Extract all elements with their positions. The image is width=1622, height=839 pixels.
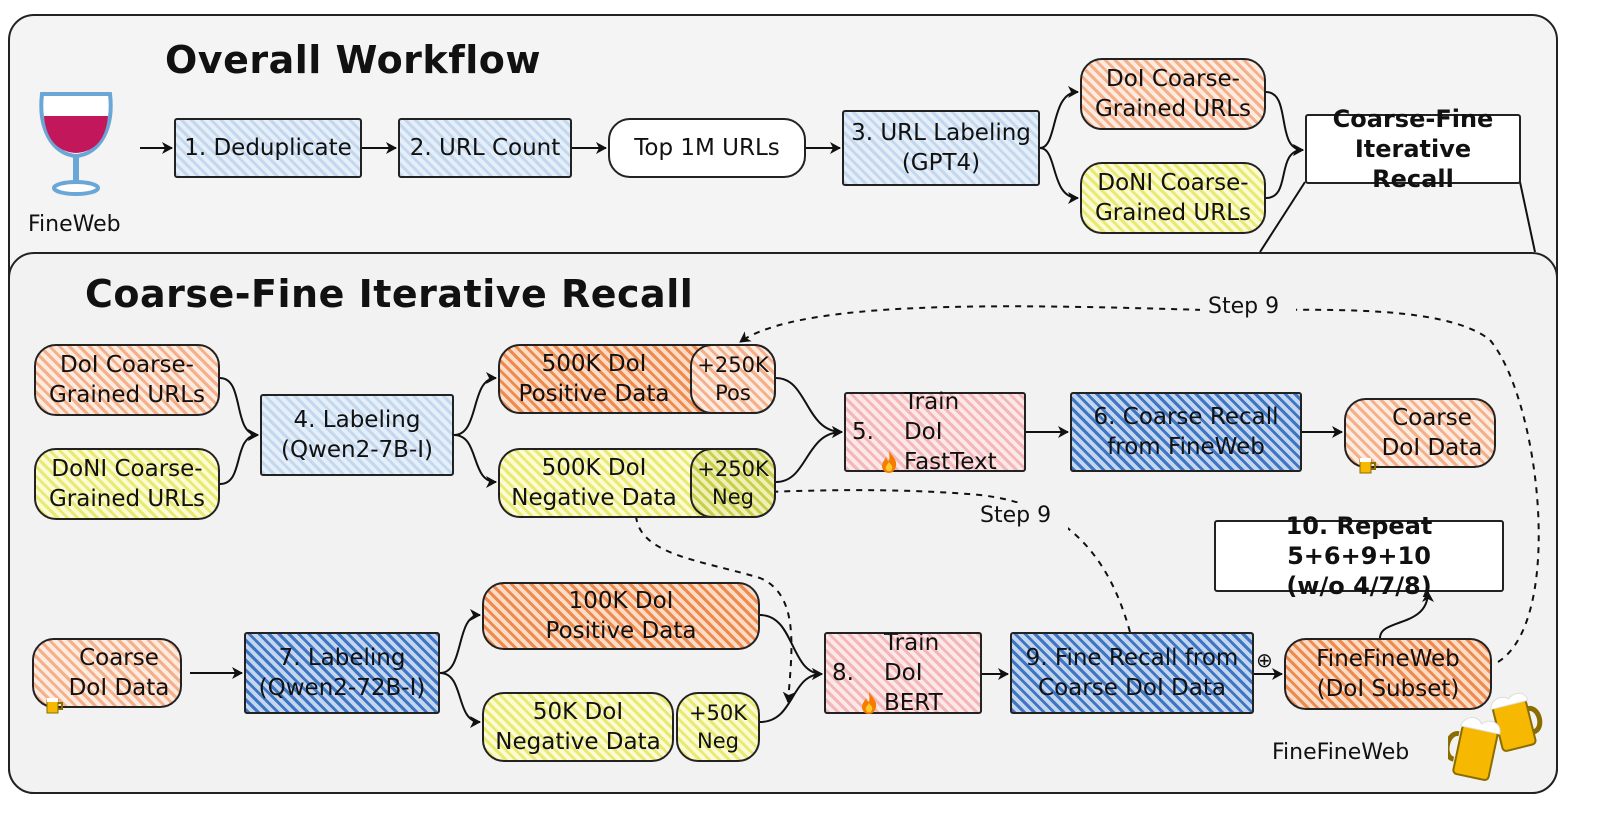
doi-coarse-urls-top-node: DoI Coarse- Grained URLs	[1080, 58, 1266, 130]
dedup-node: 1. Deduplicate	[174, 118, 362, 178]
fire-icon	[860, 661, 878, 714]
url-labeling-node: 3. URL Labeling (GPT4)	[842, 110, 1040, 186]
negative-50k-plus-node: +50K Neg	[676, 692, 760, 762]
finefineweb-brand-label: FineFineWeb	[1272, 740, 1410, 765]
coarse-doi-data-node: Coarse DoI Data	[32, 638, 182, 714]
train-bert-step: 8.	[832, 660, 854, 686]
positive-100k-node: 100K DoI Positive Data	[482, 582, 760, 650]
labeling-qwen7b-node: 4. Labeling (Qwen2-7B-I)	[260, 394, 454, 476]
doni-coarse-urls-top-node: DoNI Coarse- Grained URLs	[1080, 162, 1266, 234]
train-fasttext-label: Train DoI FastText	[903, 389, 997, 475]
wine-glass-icon	[36, 88, 116, 200]
top-urls-node: Top 1M URLs	[608, 118, 806, 178]
coarse-doi-data-top-node: Coarse DoI Data	[1344, 398, 1496, 474]
step-9-label-top: Step 9	[1208, 294, 1280, 319]
beer-mug-icon	[45, 663, 65, 714]
merge-symbol: ⊕	[1256, 648, 1273, 672]
negative-500k-node: 500K DoI Negative Data	[498, 448, 776, 518]
train-bert-node: 8. Train DoI BERT	[824, 630, 982, 716]
train-bert-label: Train DoI BERT	[883, 630, 943, 716]
coarse-fine-recall-node: Coarse-Fine Iterative Recall	[1305, 105, 1521, 193]
negative-50k-node: 50K DoI Negative Data	[482, 692, 674, 762]
coarse-doi-data-top-label: Coarse DoI Data	[1381, 405, 1483, 461]
coarse-fine-title: Coarse-Fine Iterative Recall	[85, 272, 694, 316]
positive-250k-node: +250K Pos	[690, 344, 776, 414]
finefineweb-subset-node: FineFineWeb (DoI Subset)	[1284, 638, 1492, 710]
beer-mug-icon	[1358, 423, 1378, 474]
repeat-node: 10. Repeat 5+6+9+10 (w/o 4/7/8)	[1214, 512, 1504, 600]
negative-250k-node: +250K Neg	[690, 448, 776, 518]
coarse-recall-node: 6. Coarse Recall from FineWeb	[1070, 392, 1302, 472]
beer-mug-icon	[1444, 688, 1548, 784]
overall-workflow-title: Overall Workflow	[165, 38, 541, 82]
url-count-node: 2. URL Count	[398, 118, 572, 178]
coarse-doi-data-label: Coarse DoI Data	[68, 645, 170, 701]
labeling-qwen72b-node: 7. Labeling (Qwen2-72B-I)	[244, 632, 440, 714]
fineweb-label: FineWeb	[28, 212, 121, 237]
doni-coarse-urls-node: DoNI Coarse- Grained URLs	[34, 448, 220, 520]
fine-recall-node: 9. Fine Recall from Coarse DoI Data	[1010, 632, 1254, 714]
train-fasttext-step: 5.	[852, 419, 874, 445]
step-9-label-mid: Step 9	[980, 503, 1052, 528]
fire-icon	[880, 420, 898, 473]
doi-coarse-urls-node: DoI Coarse- Grained URLs	[34, 344, 220, 416]
train-fasttext-node: 5. Train DoI FastText	[844, 389, 1026, 475]
